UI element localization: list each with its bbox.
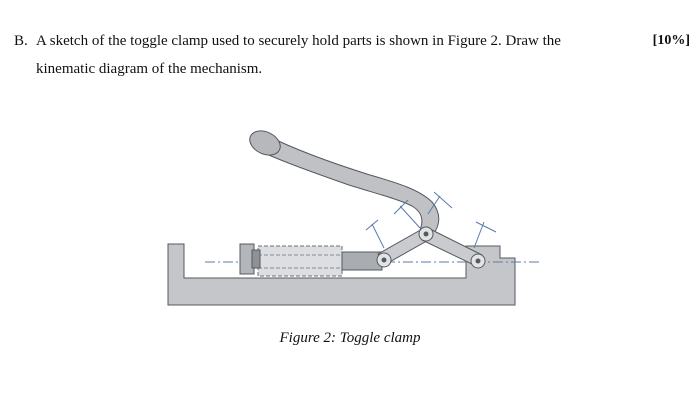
marks-badge: [10%] [652,33,690,48]
question-line-1: B. A sketch of the toggle clamp used to s… [14,27,654,55]
question-letter: B. [14,33,28,49]
slider-housing [257,245,343,277]
pin-handle [418,226,434,242]
handle-grip [249,130,281,156]
question-text-1: A sketch of the toggle clamp used to sec… [36,33,561,49]
plunger-rod [341,251,383,271]
question-block: B. A sketch of the toggle clamp used to s… [14,27,654,83]
toggle-clamp-figure [167,130,540,306]
figure-caption: Figure 2: Toggle clamp [279,330,421,346]
pin-plunger [376,252,392,268]
pin-base [470,253,486,269]
dimension-marks [365,191,497,249]
clamp-base [167,243,516,306]
handle-lever [261,135,440,237]
question-text-2: kinematic diagram of the mechanism. [36,61,263,77]
